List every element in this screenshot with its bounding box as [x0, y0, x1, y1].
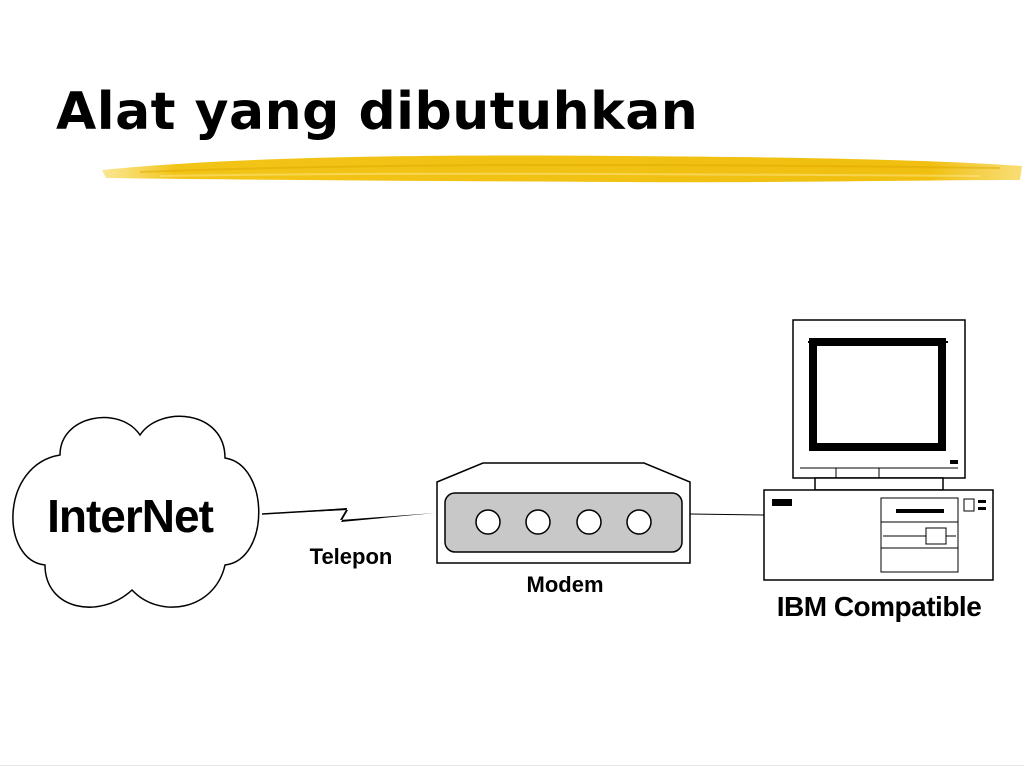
telephone-label: Telepon: [310, 544, 393, 569]
lightning-bolt-icon: [261, 508, 435, 522]
cloud-icon: [12, 415, 260, 608]
cloud-label: InterNet: [47, 490, 213, 542]
modem-indicator-light: [525, 509, 551, 535]
modem-indicator-light: [576, 509, 602, 535]
modem-icon: [436, 462, 691, 564]
computer-label: IBM Compatible: [777, 591, 982, 622]
computer-icon: [763, 319, 994, 581]
cable-line: [689, 513, 766, 516]
highlight-brush-stroke: [102, 155, 1022, 183]
bottom-divider: [0, 765, 1024, 766]
modem-label: Modem: [527, 572, 604, 597]
modem-indicator-light: [626, 509, 652, 535]
slide-title: Alat yang dibutuhkan: [56, 82, 699, 142]
modem-indicator-light: [475, 509, 501, 535]
